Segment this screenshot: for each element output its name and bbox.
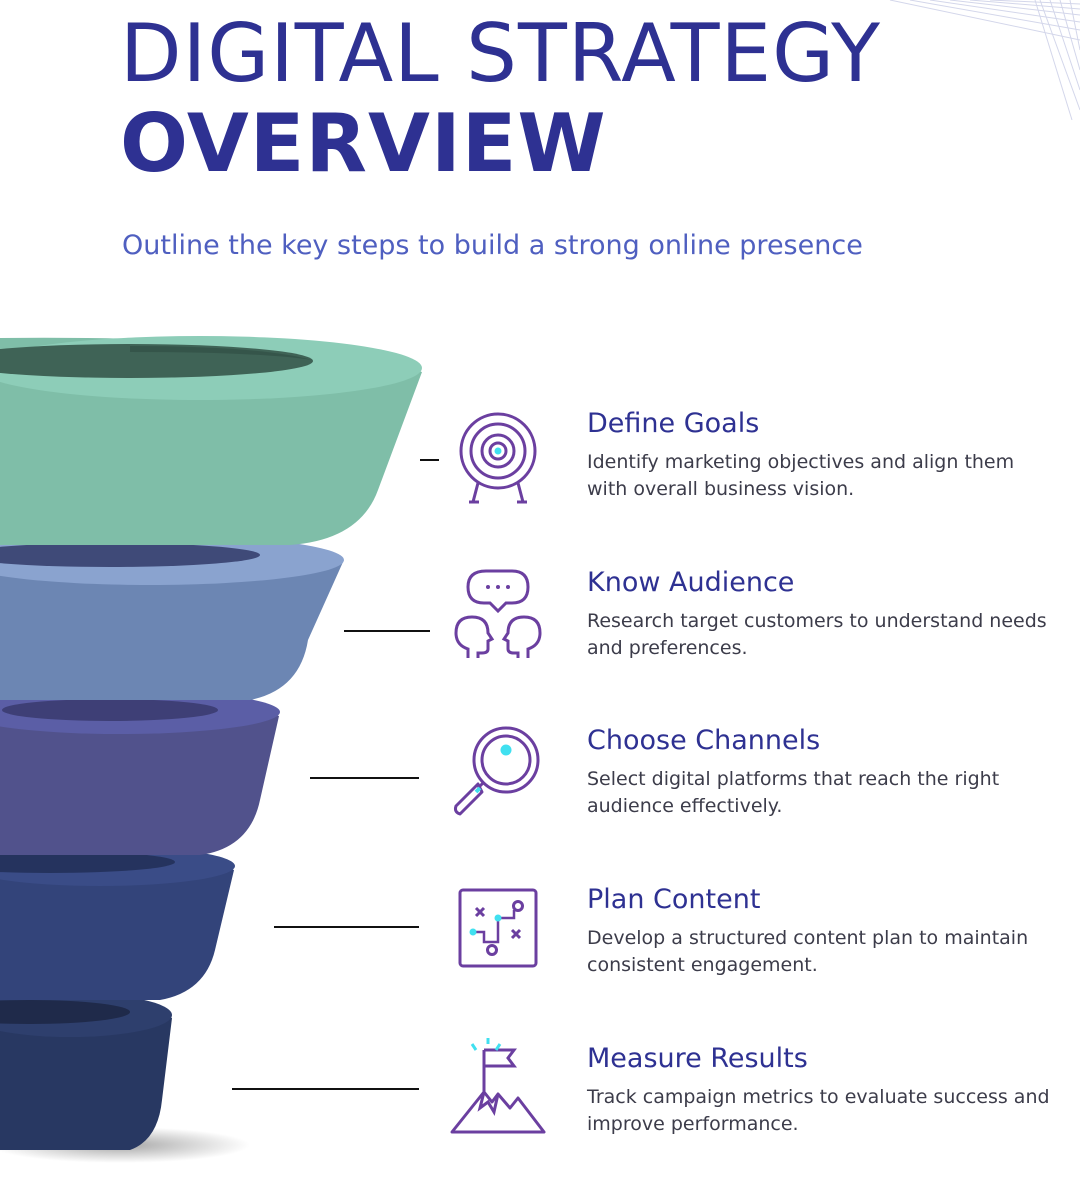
step-title: Plan Content — [587, 884, 761, 915]
step-description: Research target customers to understand … — [587, 610, 1047, 659]
step-choose-channels: Choose Channels Select digital platforms… — [587, 725, 1057, 820]
step-title: Measure Results — [587, 1043, 808, 1074]
page-title-line1: DIGITAL STRATEGY — [120, 7, 881, 100]
step-know-audience: Know Audience Research target customers … — [587, 567, 1057, 662]
step-description: Select digital platforms that reach the … — [587, 768, 1000, 817]
step-measure-results: Measure Results Track campaign metrics t… — [587, 1043, 1057, 1138]
connector-line — [310, 777, 419, 779]
audience-chat-icon — [454, 569, 542, 658]
step-title: Choose Channels — [587, 725, 821, 756]
decorative-line-pattern — [889, 0, 1080, 120]
funnel-tier-3 — [0, 690, 280, 855]
mountain-flag-icon — [450, 1038, 546, 1134]
connector-line — [274, 926, 419, 928]
step-define-goals: Define Goals Identify marketing objectiv… — [587, 408, 1057, 503]
step-title: Define Goals — [587, 408, 760, 439]
step-description: Develop a structured content plan to mai… — [587, 927, 1029, 976]
page-subtitle: Outline the key steps to build a strong … — [122, 230, 863, 261]
step-description: Identify marketing objectives and align … — [587, 451, 1015, 500]
step-plan-content: Plan Content Develop a structured conten… — [587, 884, 1057, 979]
page-title-line2: OVERVIEW — [120, 97, 607, 190]
step-description: Track campaign metrics to evaluate succe… — [587, 1086, 1050, 1135]
magnifier-icon — [454, 726, 540, 816]
target-icon — [459, 412, 537, 504]
connector-line — [232, 1088, 419, 1090]
funnel-tier-2 — [0, 535, 344, 700]
connector-line — [344, 630, 430, 632]
strategy-board-icon — [458, 888, 538, 968]
funnel-tier-5 — [0, 993, 172, 1150]
step-title: Know Audience — [587, 567, 795, 598]
funnel-tier-1 — [0, 336, 422, 545]
connector-line — [420, 459, 439, 461]
funnel-diagram — [0, 336, 422, 1163]
funnel-tier-4 — [0, 846, 235, 1000]
